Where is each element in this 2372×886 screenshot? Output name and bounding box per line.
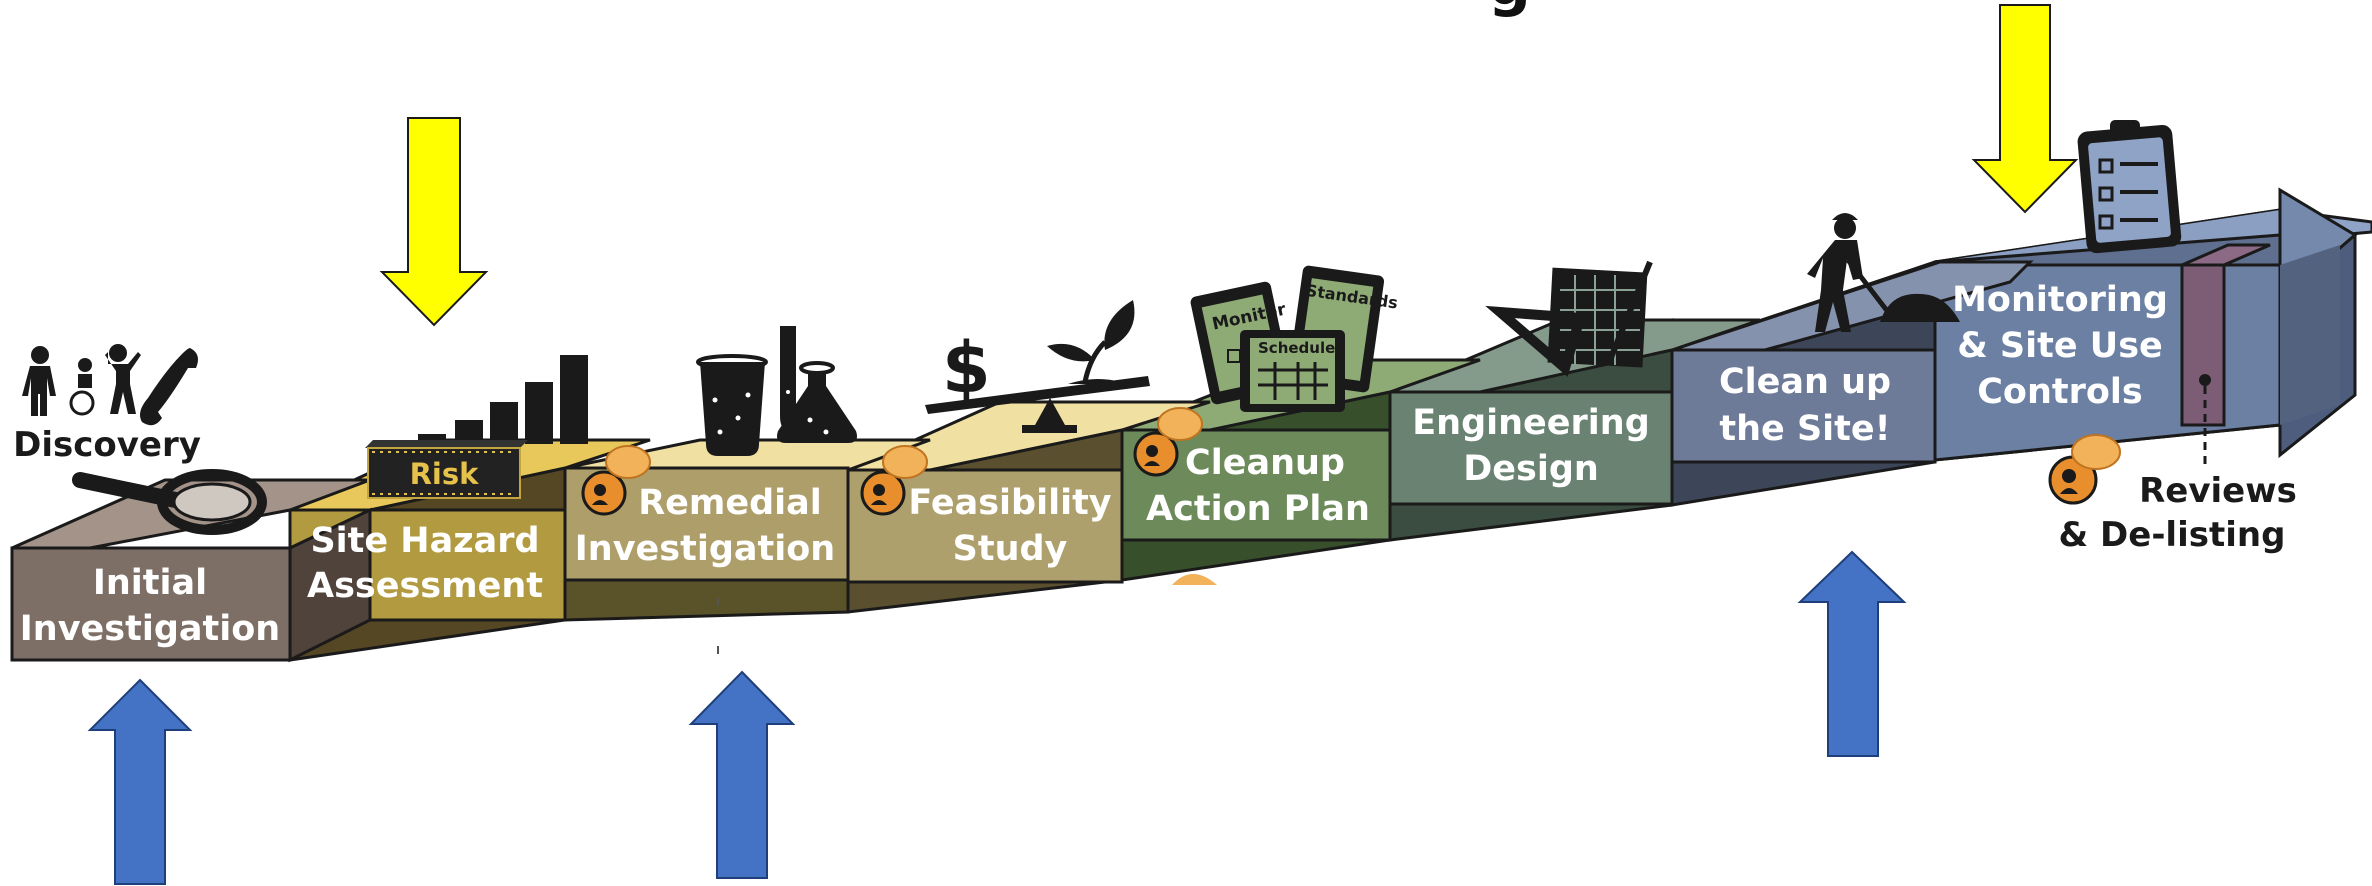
step-label-engineering-2: Design <box>1463 449 1599 489</box>
dollar-sign-icon: $ <box>942 327 991 409</box>
step-label-hazard: Site Hazard <box>310 521 539 561</box>
clipboard-icon <box>1190 265 1385 412</box>
worker-shovel-icon <box>1807 213 1960 332</box>
step-label-monitoring-2: & Site Use <box>1957 326 2163 366</box>
step-label-hazard-2: Assessment <box>307 566 543 606</box>
phone-icon <box>140 348 198 426</box>
public-comment-icon <box>2048 434 2121 505</box>
yellow-arrow-down <box>1971 4 2079 214</box>
blue-arrow-up <box>87 678 193 885</box>
step-label-monitoring-3: Controls <box>1977 372 2143 412</box>
step-label-cleanup-plan: Cleanup <box>1185 443 1345 483</box>
step-label-monitoring: Monitoring <box>1952 280 2168 320</box>
step-label-remedial-2: Investigation <box>575 529 835 569</box>
step-label-initial: Initial <box>93 563 207 603</box>
step-label-engineering: Engineering <box>1412 403 1650 443</box>
blueprint-icon <box>1485 260 1653 377</box>
people-icon <box>22 344 141 416</box>
clipboard-schedule-label: Schedule <box>1258 339 1335 357</box>
public-comment-icon <box>581 445 651 516</box>
magnifier-icon <box>72 469 267 535</box>
checklist-clipboard-icon <box>2077 120 2182 254</box>
discovery-label: Discovery <box>13 425 201 465</box>
step-engineering <box>1388 318 1761 542</box>
reviews-label: Reviews <box>2139 471 2297 511</box>
blue-arrow-up <box>688 670 796 879</box>
step-monitoring <box>1933 187 2372 462</box>
step-label-cleanup-plan-2: Action Plan <box>1146 489 1370 529</box>
public-comment-icon-partial <box>1172 574 1217 585</box>
step-label-feasibility: Feasibility <box>908 483 1111 523</box>
step-cleanup-site <box>1670 259 2034 507</box>
risk-label: Risk <box>410 457 480 491</box>
reviews-label-2: & De-listing <box>2059 515 2286 555</box>
step-label-cleanup-site-2: the Site! <box>1719 409 1890 449</box>
plant-sprout-icon <box>1047 300 1135 384</box>
step-label-remedial: Remedial <box>638 483 822 523</box>
public-comment-icon <box>860 445 928 516</box>
public-comment-icon <box>1133 407 1203 477</box>
step-label-cleanup-site: Clean up <box>1719 362 1891 402</box>
blue-arrow-up <box>1797 550 1907 757</box>
bar-chart-icon <box>365 355 588 499</box>
step-label-feasibility-2: Study <box>953 529 1068 569</box>
title-fragment: g <box>1488 0 1531 19</box>
step-label-initial-2: Investigation <box>20 609 280 649</box>
yellow-arrow-down <box>379 117 489 327</box>
balance-scale-icon <box>925 376 1150 433</box>
lab-glassware-icon <box>696 326 857 456</box>
